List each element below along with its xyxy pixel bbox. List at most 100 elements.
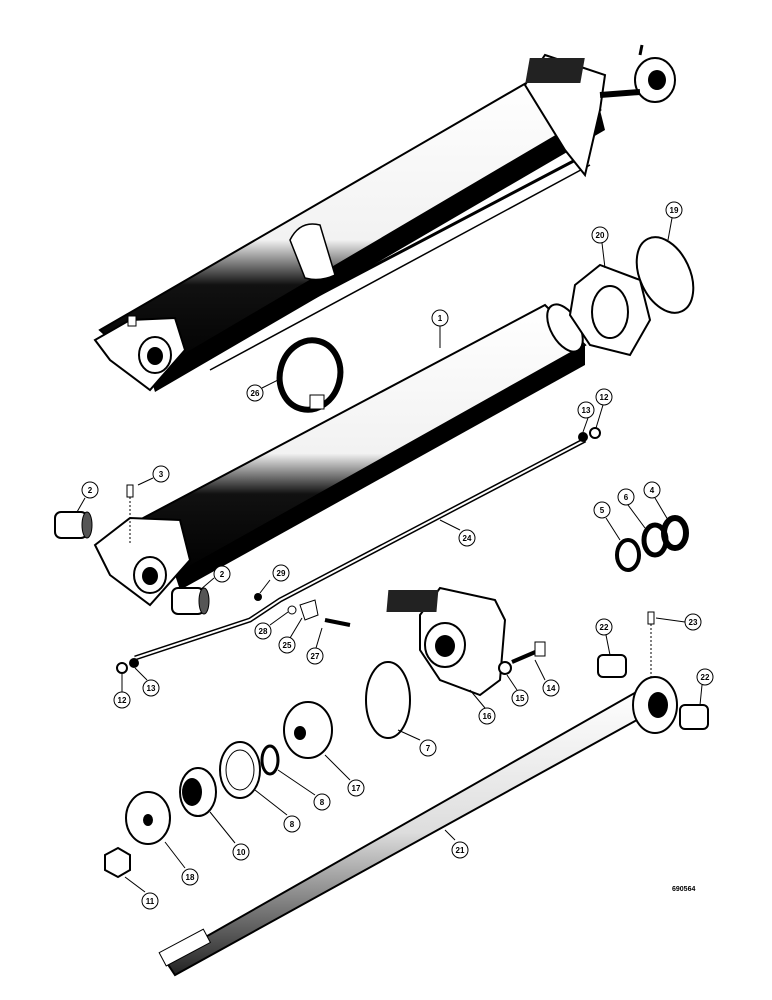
rod-bushing-lower xyxy=(679,704,709,730)
callout-label: 3 xyxy=(159,470,164,479)
callout-bubble xyxy=(578,432,588,442)
bushing-upper xyxy=(54,511,93,539)
callout-7: 7 xyxy=(397,729,437,757)
callout-label: 2 xyxy=(88,486,93,495)
callout-14: 14 xyxy=(534,659,560,697)
callout-22a: 22 xyxy=(595,618,613,656)
callout-label: 24 xyxy=(463,534,472,543)
tube-clamp xyxy=(276,337,344,413)
callout-2a: 2 xyxy=(76,481,99,513)
callout-12a: 12 xyxy=(595,388,613,429)
callout-bubble xyxy=(113,691,131,709)
callout-28: 28 xyxy=(254,611,289,640)
callout-label: 26 xyxy=(251,389,260,398)
callout-bubble xyxy=(278,636,296,654)
callout-label: 20 xyxy=(596,231,605,240)
callout-bubble xyxy=(129,658,139,668)
callout-bubble xyxy=(283,815,301,833)
callout-label: 7 xyxy=(426,744,431,753)
callout-bubble xyxy=(347,779,365,797)
piston-retainer xyxy=(125,791,171,845)
snap-ring xyxy=(635,236,695,314)
callout-10: 10 xyxy=(209,811,250,861)
callout-8b: 8 xyxy=(254,789,301,833)
callout-label: 17 xyxy=(352,784,361,793)
callout-bubble xyxy=(684,613,702,631)
callout-24: 24 xyxy=(439,519,476,547)
callout-bubble xyxy=(577,401,595,419)
callout-label: 14 xyxy=(547,684,556,693)
callout-bubble xyxy=(81,481,99,499)
callout-bubble xyxy=(595,388,613,406)
callout-1: 1 xyxy=(431,309,449,348)
callout-bubble xyxy=(141,892,159,910)
callout-bubble xyxy=(287,605,297,615)
assembled-cylinder xyxy=(93,44,676,392)
callout-label: 27 xyxy=(311,652,320,661)
callout-label: 15 xyxy=(516,694,525,703)
callout-label: 19 xyxy=(670,206,679,215)
bushing-lower xyxy=(171,587,210,615)
o-ring-lower xyxy=(116,658,139,674)
callout-bubble xyxy=(431,309,449,327)
callout-bubble xyxy=(142,679,160,697)
callout-label: 1 xyxy=(438,314,443,323)
callout-label: 2 xyxy=(220,570,225,579)
callout-bubble xyxy=(306,647,324,665)
callout-bubble xyxy=(696,668,714,686)
piston-wear-ring xyxy=(179,767,217,817)
callout-label: 21 xyxy=(456,846,465,855)
callout-bubble xyxy=(511,689,529,707)
callout-13b: 13 xyxy=(134,667,160,697)
callout-bubble xyxy=(478,707,496,725)
callouts: 1 2 2 3 4 5 6 7 8 8 10 11 12 12 13 13 14… xyxy=(76,201,714,910)
callout-bubble xyxy=(313,793,331,811)
callout-bubble xyxy=(246,384,264,402)
wear-rings xyxy=(615,515,689,572)
callout-5: 5 xyxy=(593,501,621,541)
callout-bubble xyxy=(591,226,609,244)
callout-15: 15 xyxy=(506,674,529,707)
gland-bolt xyxy=(498,641,546,675)
callout-27: 27 xyxy=(306,627,324,665)
callout-label: 13 xyxy=(582,406,591,415)
callout-21: 21 xyxy=(444,829,469,859)
callout-25: 25 xyxy=(278,617,303,654)
callout-bubble xyxy=(213,565,231,583)
callout-bubble xyxy=(498,661,512,675)
callout-bubble xyxy=(419,739,437,757)
callout-22b: 22 xyxy=(696,668,714,706)
callout-3: 3 xyxy=(137,465,170,486)
rod-bushing-upper xyxy=(597,654,627,678)
callout-bubble xyxy=(254,622,272,640)
cylinder-tube xyxy=(93,303,587,607)
figure-reference-number: 690564 xyxy=(672,886,695,893)
callout-label: 5 xyxy=(600,506,605,515)
callout-label: 4 xyxy=(650,486,655,495)
callout-bubble xyxy=(152,465,170,483)
rod-grease-fitting xyxy=(647,611,655,680)
callout-bubble xyxy=(542,679,560,697)
callout-bubble xyxy=(617,488,635,506)
callout-bubble xyxy=(116,662,128,674)
callout-label: 11 xyxy=(146,897,155,906)
callout-19: 19 xyxy=(665,201,683,241)
callout-label: 22 xyxy=(701,673,710,682)
callout-label: 28 xyxy=(259,627,268,636)
callout-20: 20 xyxy=(591,226,609,269)
piston-head xyxy=(283,701,333,759)
o-ring-gland xyxy=(365,661,411,739)
callout-label: 29 xyxy=(277,569,286,578)
callout-2b: 2 xyxy=(199,565,231,591)
callout-label: 8 xyxy=(320,798,325,807)
callout-label: 8 xyxy=(290,820,295,829)
callout-bubble xyxy=(272,564,290,582)
callout-label: 12 xyxy=(600,393,609,402)
callout-13a: 13 xyxy=(577,401,595,433)
callout-8a: 8 xyxy=(277,769,331,811)
callout-bubble xyxy=(232,843,250,861)
callout-label: 22 xyxy=(600,623,609,632)
grease-fitting xyxy=(126,484,134,545)
callout-bubble xyxy=(593,501,611,519)
